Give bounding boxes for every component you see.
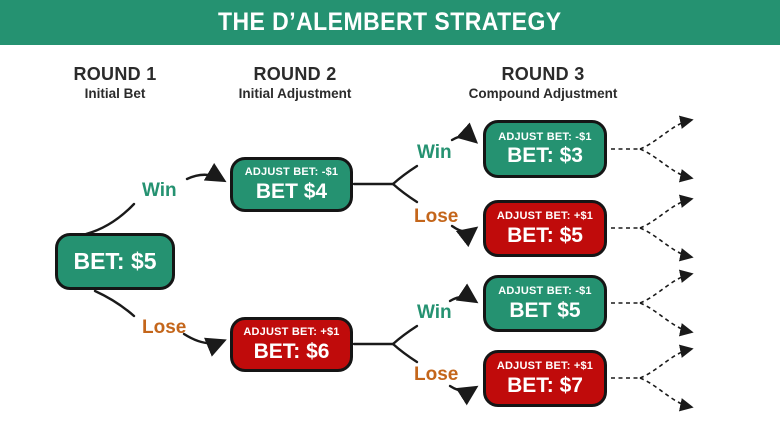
node-round3-winlose: ADJUST BET: +$1 BET: $5	[483, 200, 607, 257]
adjust-note: ADJUST BET: +$1	[243, 326, 340, 339]
round2-header: ROUND 2 Initial Adjustment	[215, 64, 375, 101]
solid-branch-lines	[84, 122, 479, 406]
round3-subtitle: Compound Adjustment	[468, 86, 618, 101]
bet-amount: BET $4	[255, 179, 328, 203]
lose-label-round2-top: Lose	[414, 206, 459, 227]
round3-header: ROUND 3 Compound Adjustment	[443, 64, 643, 101]
round2-title: ROUND 2	[253, 64, 337, 84]
adjust-note: ADJUST BET: -$1	[244, 166, 339, 179]
node-round1-bet: BET: $5	[55, 233, 175, 290]
round1-subtitle: Initial Bet	[84, 86, 146, 101]
round1-title: ROUND 1	[73, 64, 157, 84]
adjust-note: ADJUST BET: +$1	[496, 360, 594, 373]
node-round3-losewin: ADJUST BET: -$1 BET $5	[483, 275, 607, 332]
dashed-future-lines	[611, 115, 694, 412]
node-round2-win: ADJUST BET: -$1 BET $4	[230, 157, 353, 212]
round1-header: ROUND 1 Initial Bet	[35, 64, 195, 101]
lose-label-round2-bottom: Lose	[414, 364, 459, 385]
bet-amount: BET: $5	[73, 248, 157, 275]
win-label-round2-top: Win	[417, 142, 452, 163]
header-bar: THE D’ALEMBERT STRATEGY	[0, 0, 780, 45]
node-round3-loselose: ADJUST BET: +$1 BET: $7	[483, 350, 607, 407]
bet-amount: BET: $6	[253, 339, 330, 363]
bet-amount: BET: $3	[507, 144, 583, 167]
win-label-round2-bottom: Win	[417, 302, 452, 323]
round3-title: ROUND 3	[501, 64, 585, 84]
node-round3-winwin: ADJUST BET: -$1 BET: $3	[483, 120, 607, 178]
lose-label-round1: Lose	[142, 317, 187, 338]
adjust-note: ADJUST BET: +$1	[496, 210, 594, 223]
bet-amount: BET: $5	[507, 223, 583, 247]
adjust-note: ADJUST BET: -$1	[498, 130, 592, 143]
round2-subtitle: Initial Adjustment	[238, 86, 352, 101]
adjust-note: ADJUST BET: -$1	[498, 285, 592, 298]
bet-amount: BET $5	[509, 298, 581, 322]
page-title: THE D’ALEMBERT STRATEGY	[218, 8, 562, 36]
node-round2-lose: ADJUST BET: +$1 BET: $6	[230, 317, 353, 372]
bet-amount: BET: $7	[507, 373, 583, 397]
win-label-round1: Win	[142, 180, 177, 201]
